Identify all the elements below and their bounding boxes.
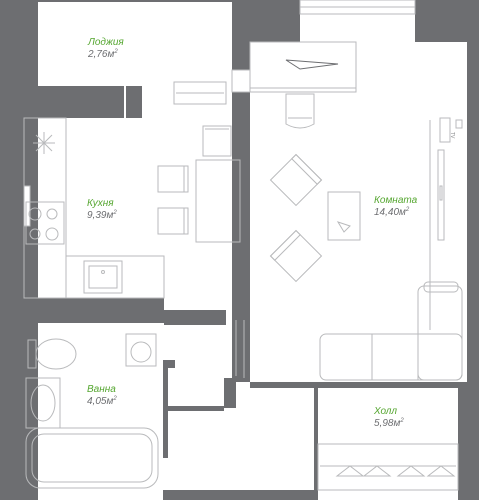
svg-text:14,40м2: 14,40м2 [374,207,410,218]
loggia-furniture [173,81,227,105]
hanger-icon [396,465,426,477]
room-label-bathroom: Ванна 4,05м2 [87,384,117,407]
svg-text:4,05м2: 4,05м2 [87,396,117,407]
room-label-kitchen: Кухня 9,39м2 [87,198,117,221]
room-label-room: Комната 14,40м2 [374,195,418,218]
bathroom-fixtures [25,333,159,489]
svg-text:5,98м2: 5,98м2 [374,418,404,429]
hall-closet [317,443,459,491]
svg-text:Лоджия: Лоджия [87,37,124,48]
svg-text:Ванна: Ванна [87,384,116,395]
tv-label: TV [449,132,455,139]
svg-text:Кухня: Кухня [87,198,114,209]
svg-text:Холл: Холл [373,406,397,417]
windows [23,0,416,227]
fan-icon [33,132,55,154]
hanger-icon [362,465,392,477]
kitchen-furniture [23,117,241,299]
room-label-loggia: Лоджия 2,76м2 [87,37,124,60]
svg-text:2,76м2: 2,76м2 [87,49,118,60]
desk [249,41,357,129]
hanger-icon [335,465,365,477]
hanger-icon [426,465,456,477]
svg-text:9,39м2: 9,39м2 [87,210,117,221]
room-label-hall: Холл 5,98м2 [373,406,404,429]
room-furniture [235,117,463,381]
svg-text:Комната: Комната [374,195,418,206]
